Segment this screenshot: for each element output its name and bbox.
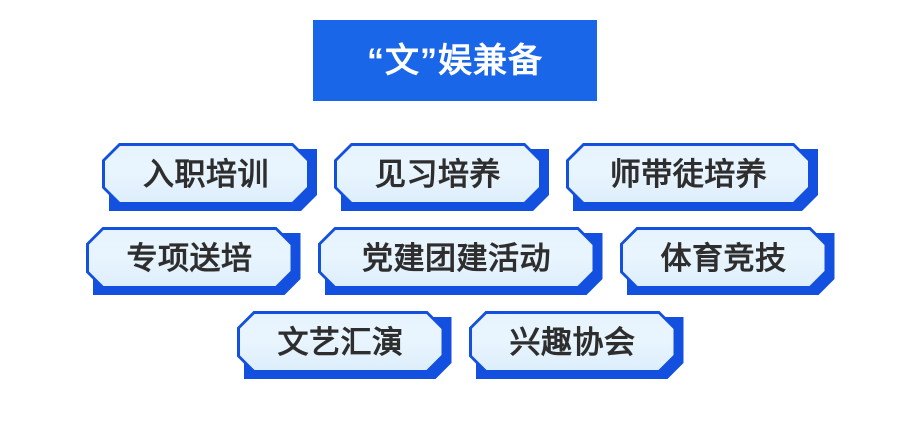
title-banner: “文”娱兼备	[313, 20, 597, 101]
chip-face: 党建团建活动	[318, 227, 596, 289]
chip-inner: 师带徒培养	[569, 146, 808, 202]
chip-special-training-dispatch[interactable]: 专项送培	[86, 227, 294, 289]
chip-face: 见习培养	[334, 143, 542, 205]
chip-row-3: 文艺汇演 兴趣协会	[0, 311, 913, 373]
chip-inner: 体育竞技	[623, 230, 825, 286]
chip-label: 党建团建活动	[362, 240, 551, 276]
chip-label: 兴趣协会	[509, 324, 636, 360]
chip-inner: 文艺汇演	[240, 314, 442, 370]
chip-inner: 见习培养	[337, 146, 539, 202]
chip-party-league-building-activities[interactable]: 党建团建活动	[318, 227, 596, 289]
chip-label: 见习培养	[375, 156, 501, 192]
chip-label: 体育竞技	[660, 240, 787, 276]
chip-inner: 兴趣协会	[472, 314, 674, 370]
chip-inner: 专项送培	[89, 230, 291, 286]
chip-label: 专项送培	[126, 240, 253, 276]
chip-sports-competition[interactable]: 体育竞技	[620, 227, 828, 289]
chip-face: 入职培训	[102, 143, 310, 205]
page-title: “文”娱兼备	[367, 41, 543, 80]
chip-label: 师带徒培养	[609, 156, 768, 192]
chip-inner: 党建团建活动	[321, 230, 593, 286]
chip-internship-cultivation[interactable]: 见习培养	[334, 143, 542, 205]
chip-interest-association[interactable]: 兴趣协会	[469, 311, 677, 373]
chip-row-1: 入职培训 见习培养 师带徒培养	[0, 143, 913, 205]
chip-face: 兴趣协会	[469, 311, 677, 373]
chip-label: 文艺汇演	[277, 324, 404, 360]
chip-onboarding-training[interactable]: 入职培训	[102, 143, 310, 205]
chip-face: 体育竞技	[620, 227, 828, 289]
chip-rows-container: 入职培训 见习培养 师带徒培养	[0, 143, 913, 395]
chip-label: 入职培训	[143, 156, 269, 192]
chip-face: 专项送培	[86, 227, 294, 289]
chip-mentorship-cultivation[interactable]: 师带徒培养	[566, 143, 811, 205]
chip-arts-performance[interactable]: 文艺汇演	[237, 311, 445, 373]
chip-row-2: 专项送培 党建团建活动 体育竞技	[0, 227, 913, 289]
chip-face: 文艺汇演	[237, 311, 445, 373]
chip-inner: 入职培训	[105, 146, 307, 202]
chip-face: 师带徒培养	[566, 143, 811, 205]
